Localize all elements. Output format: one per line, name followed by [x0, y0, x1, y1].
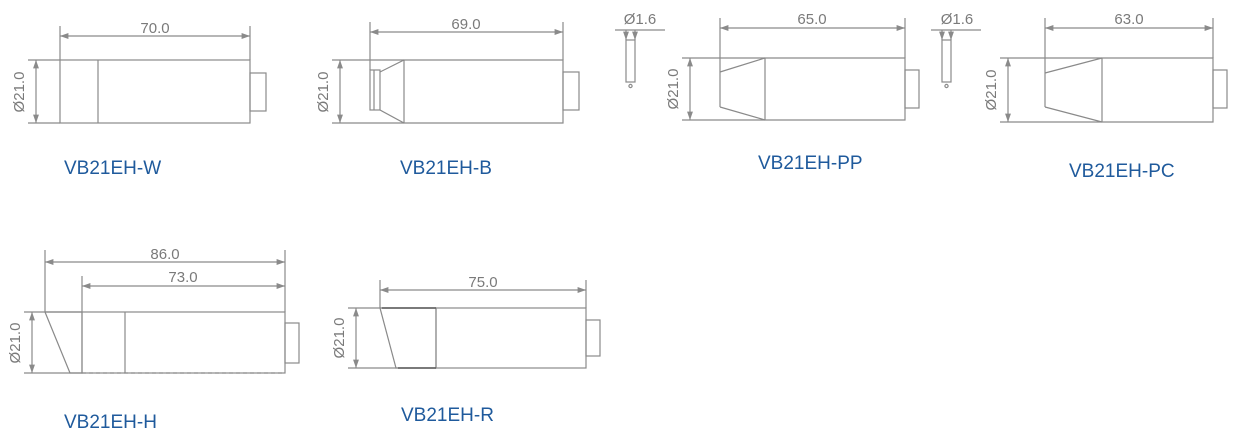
probe-tip	[944, 83, 949, 89]
body-outline	[1044, 57, 1214, 123]
connector-outline	[1212, 69, 1228, 109]
drawing-vb21eh-w	[28, 26, 267, 124]
caption-vb21eh-b: VB21EH-B	[400, 158, 492, 179]
body-outline	[379, 59, 564, 124]
length-label: 63.0	[1114, 11, 1143, 28]
angled-tip-outline	[44, 311, 83, 374]
diameter-label: Ø21.0	[331, 318, 348, 359]
diameter-label: Ø21.0	[315, 72, 332, 113]
connector-outline	[284, 322, 300, 364]
body-outline	[81, 311, 286, 374]
diameter-label: Ø21.0	[665, 69, 682, 110]
drawing-vb21eh-h	[24, 250, 300, 374]
connector-outline	[585, 319, 601, 357]
tip-outline	[369, 69, 381, 111]
pin-diameter-label: Ø1.6	[941, 11, 974, 28]
diameter-label: Ø21.0	[11, 72, 28, 113]
drawing-vb21eh-r	[348, 280, 601, 369]
length-label: 70.0	[140, 20, 169, 37]
angled-tip-outline	[379, 307, 437, 369]
connector-outline	[249, 72, 267, 112]
caption-vb21eh-pc: VB21EH-PC	[1069, 161, 1175, 182]
connector-outline	[562, 71, 580, 111]
overall-length-label: 86.0	[150, 246, 179, 263]
drawing-vb21eh-pp	[615, 18, 920, 121]
connector-outline	[904, 69, 920, 109]
probe-pin-outline	[941, 39, 952, 83]
probe-pin-outline	[625, 39, 636, 83]
caption-vb21eh-r: VB21EH-R	[401, 405, 494, 426]
body-outline	[719, 57, 906, 121]
pin-diameter-label: Ø1.6	[624, 11, 657, 28]
caption-vb21eh-pp: VB21EH-PP	[758, 153, 863, 174]
body-outline	[435, 307, 587, 369]
length-label: 65.0	[797, 11, 826, 28]
drawing-vb21eh-b	[332, 22, 580, 124]
diameter-label: Ø21.0	[7, 323, 24, 364]
body-outline	[59, 59, 251, 124]
body-length-label: 73.0	[168, 269, 197, 286]
probe-tip	[628, 83, 633, 89]
diameter-label: Ø21.0	[983, 70, 1000, 111]
caption-vb21eh-h: VB21EH-H	[64, 412, 157, 433]
drawing-vb21eh-pc	[931, 18, 1228, 123]
length-label: 75.0	[468, 274, 497, 291]
caption-vb21eh-w: VB21EH-W	[64, 158, 162, 179]
length-label: 69.0	[451, 16, 480, 33]
